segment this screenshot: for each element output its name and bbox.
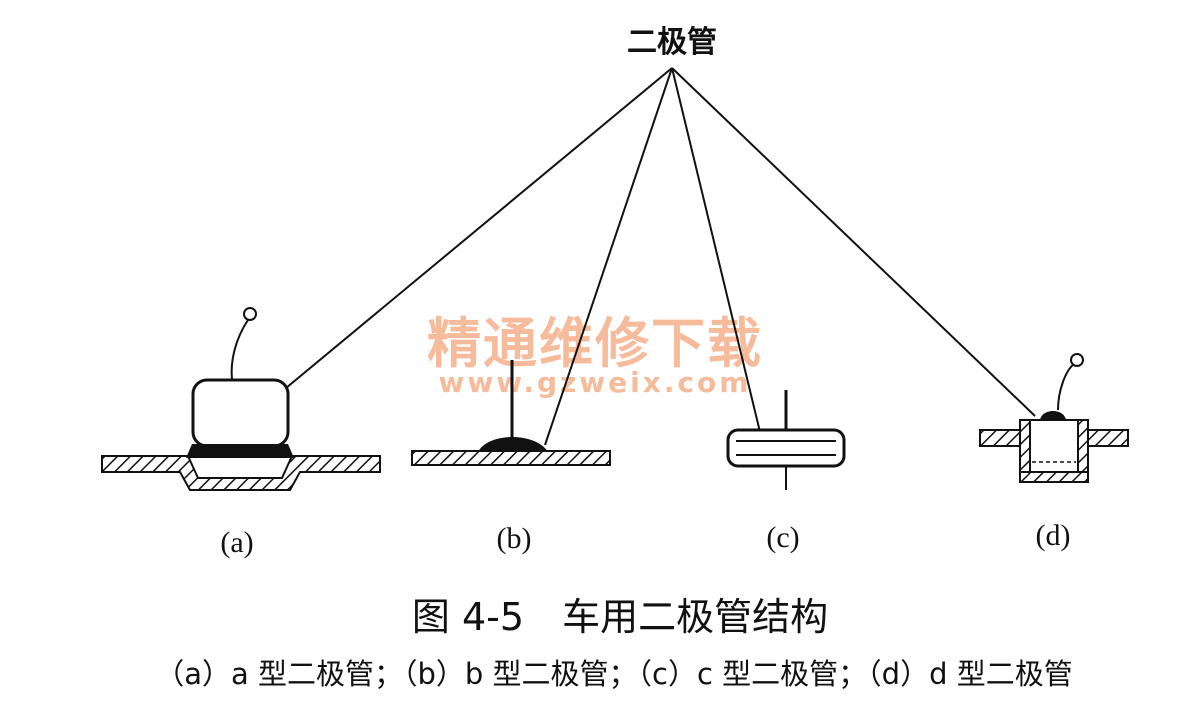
diode-d <box>979 353 1129 483</box>
terminal-ring-icon <box>1070 353 1084 367</box>
panel-label-b: (b) <box>497 522 532 555</box>
panel-label-a: (a) <box>220 526 253 559</box>
panel-label-c: (c) <box>766 521 799 554</box>
leader-line-d <box>671 67 1036 417</box>
leader-lines <box>279 67 1036 446</box>
leader-line-a <box>279 67 673 394</box>
diode-b <box>411 360 611 466</box>
diode-a <box>101 307 381 491</box>
panel-label-d: (d) <box>1036 519 1071 552</box>
watermark-title: 精通维修下载 <box>427 312 763 375</box>
leader-line-c <box>671 67 761 433</box>
figure-caption: （a）a 型二极管；（b）b 型二极管；（c）c 型二极管；（d）d 型二极管 <box>155 657 1072 691</box>
diode-c <box>726 390 846 490</box>
watermark-url: www.gzweix.com <box>439 366 752 399</box>
pointer-label: 二极管 <box>627 25 717 60</box>
figure-title: 图 4-5 车用二极管结构 <box>412 595 828 639</box>
leader-line-b <box>544 67 673 446</box>
terminal-ring-icon <box>243 307 257 321</box>
watermark: 精通维修下载 www.gzweix.com <box>427 312 763 399</box>
